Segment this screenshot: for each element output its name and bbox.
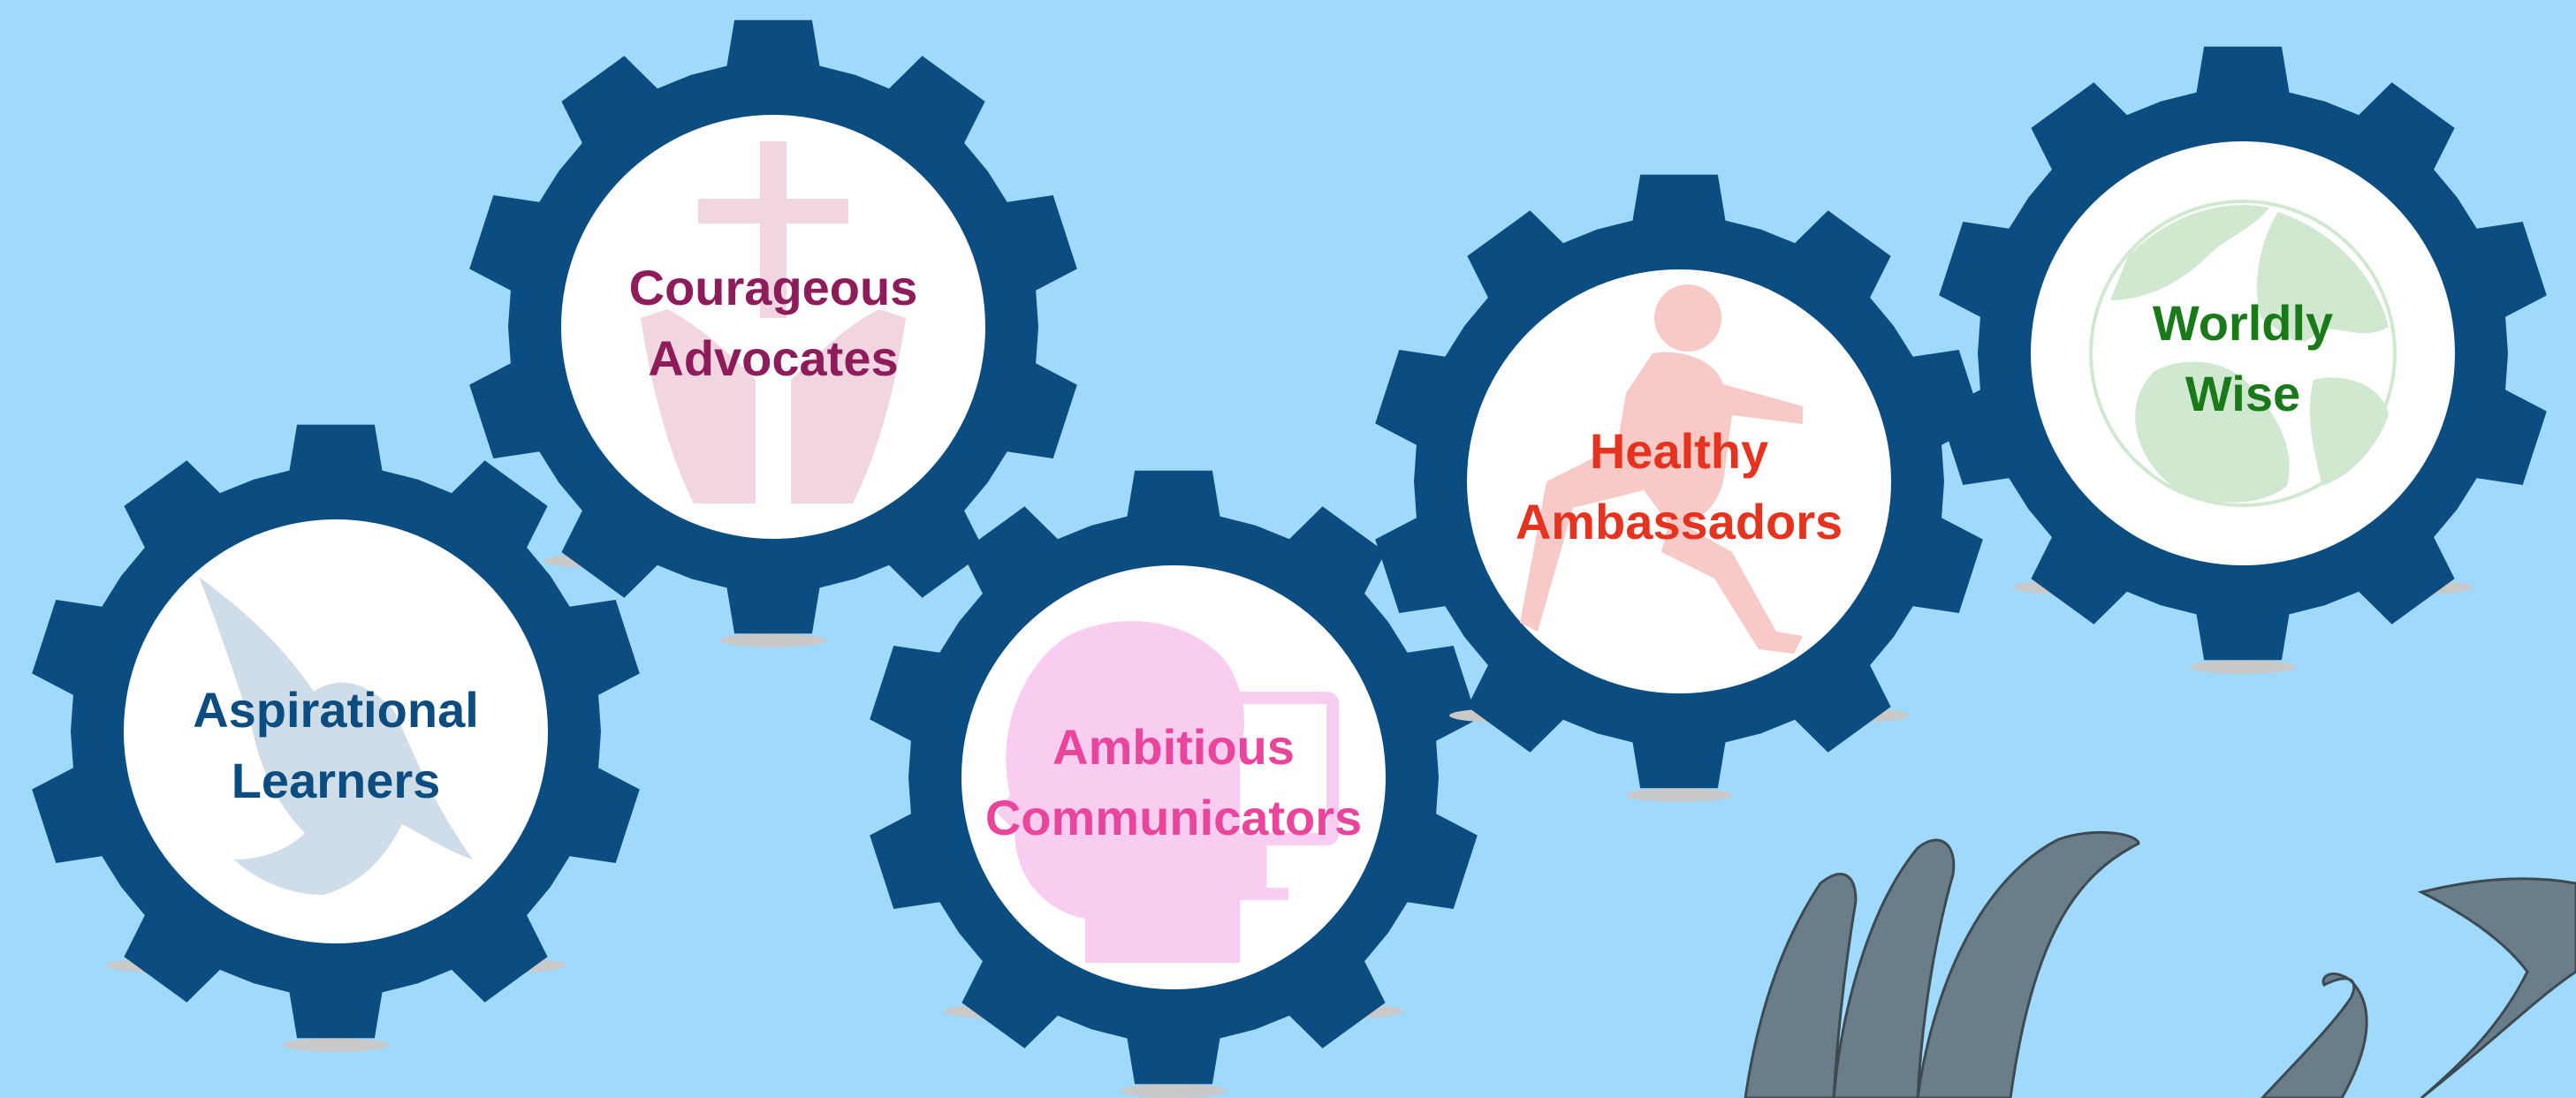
gear-label-line2: Wise [2185,366,2300,421]
running-child-icon [1520,284,1803,654]
cross-hands-icon [641,141,906,504]
decorative-hands [1744,830,2576,1098]
globe-icon [2089,200,2397,507]
tooth-shadow [283,1038,389,1052]
gear-label-line2: Communicators [985,790,1362,845]
gear-label-line1: Worldly [2153,295,2333,351]
gear-label-line2: Ambassadors [1516,494,1843,549]
tooth-shadow [2190,660,2296,674]
tooth-shadow [1121,1084,1227,1098]
gear-healthy-ambassadors: Healthy Ambassadors [1375,174,1983,802]
gear-label-line1: Ambitious [1052,719,1295,775]
gear-ambitious-communicators: Ambitious Communicators [870,470,1478,1098]
tooth-shadow [720,633,826,647]
dove-icon [199,577,473,895]
gear-label-line1: Aspirational [193,682,479,738]
speaking-head-icon [997,621,1339,963]
gear-aspirational-learners: Aspirational Learners [32,424,640,1052]
gear-worldly-wise: Worldly Wise [1939,46,2547,674]
gear-label-line1: Healthy [1590,423,1768,479]
gear-label-line1: Courageous [629,260,918,315]
gear-label-line2: Learners [232,753,441,808]
tooth-shadow [1626,788,1732,802]
gear-label-line2: Advocates [648,330,898,386]
gear-courageous-advocates: Courageous Advocates [469,19,1077,647]
